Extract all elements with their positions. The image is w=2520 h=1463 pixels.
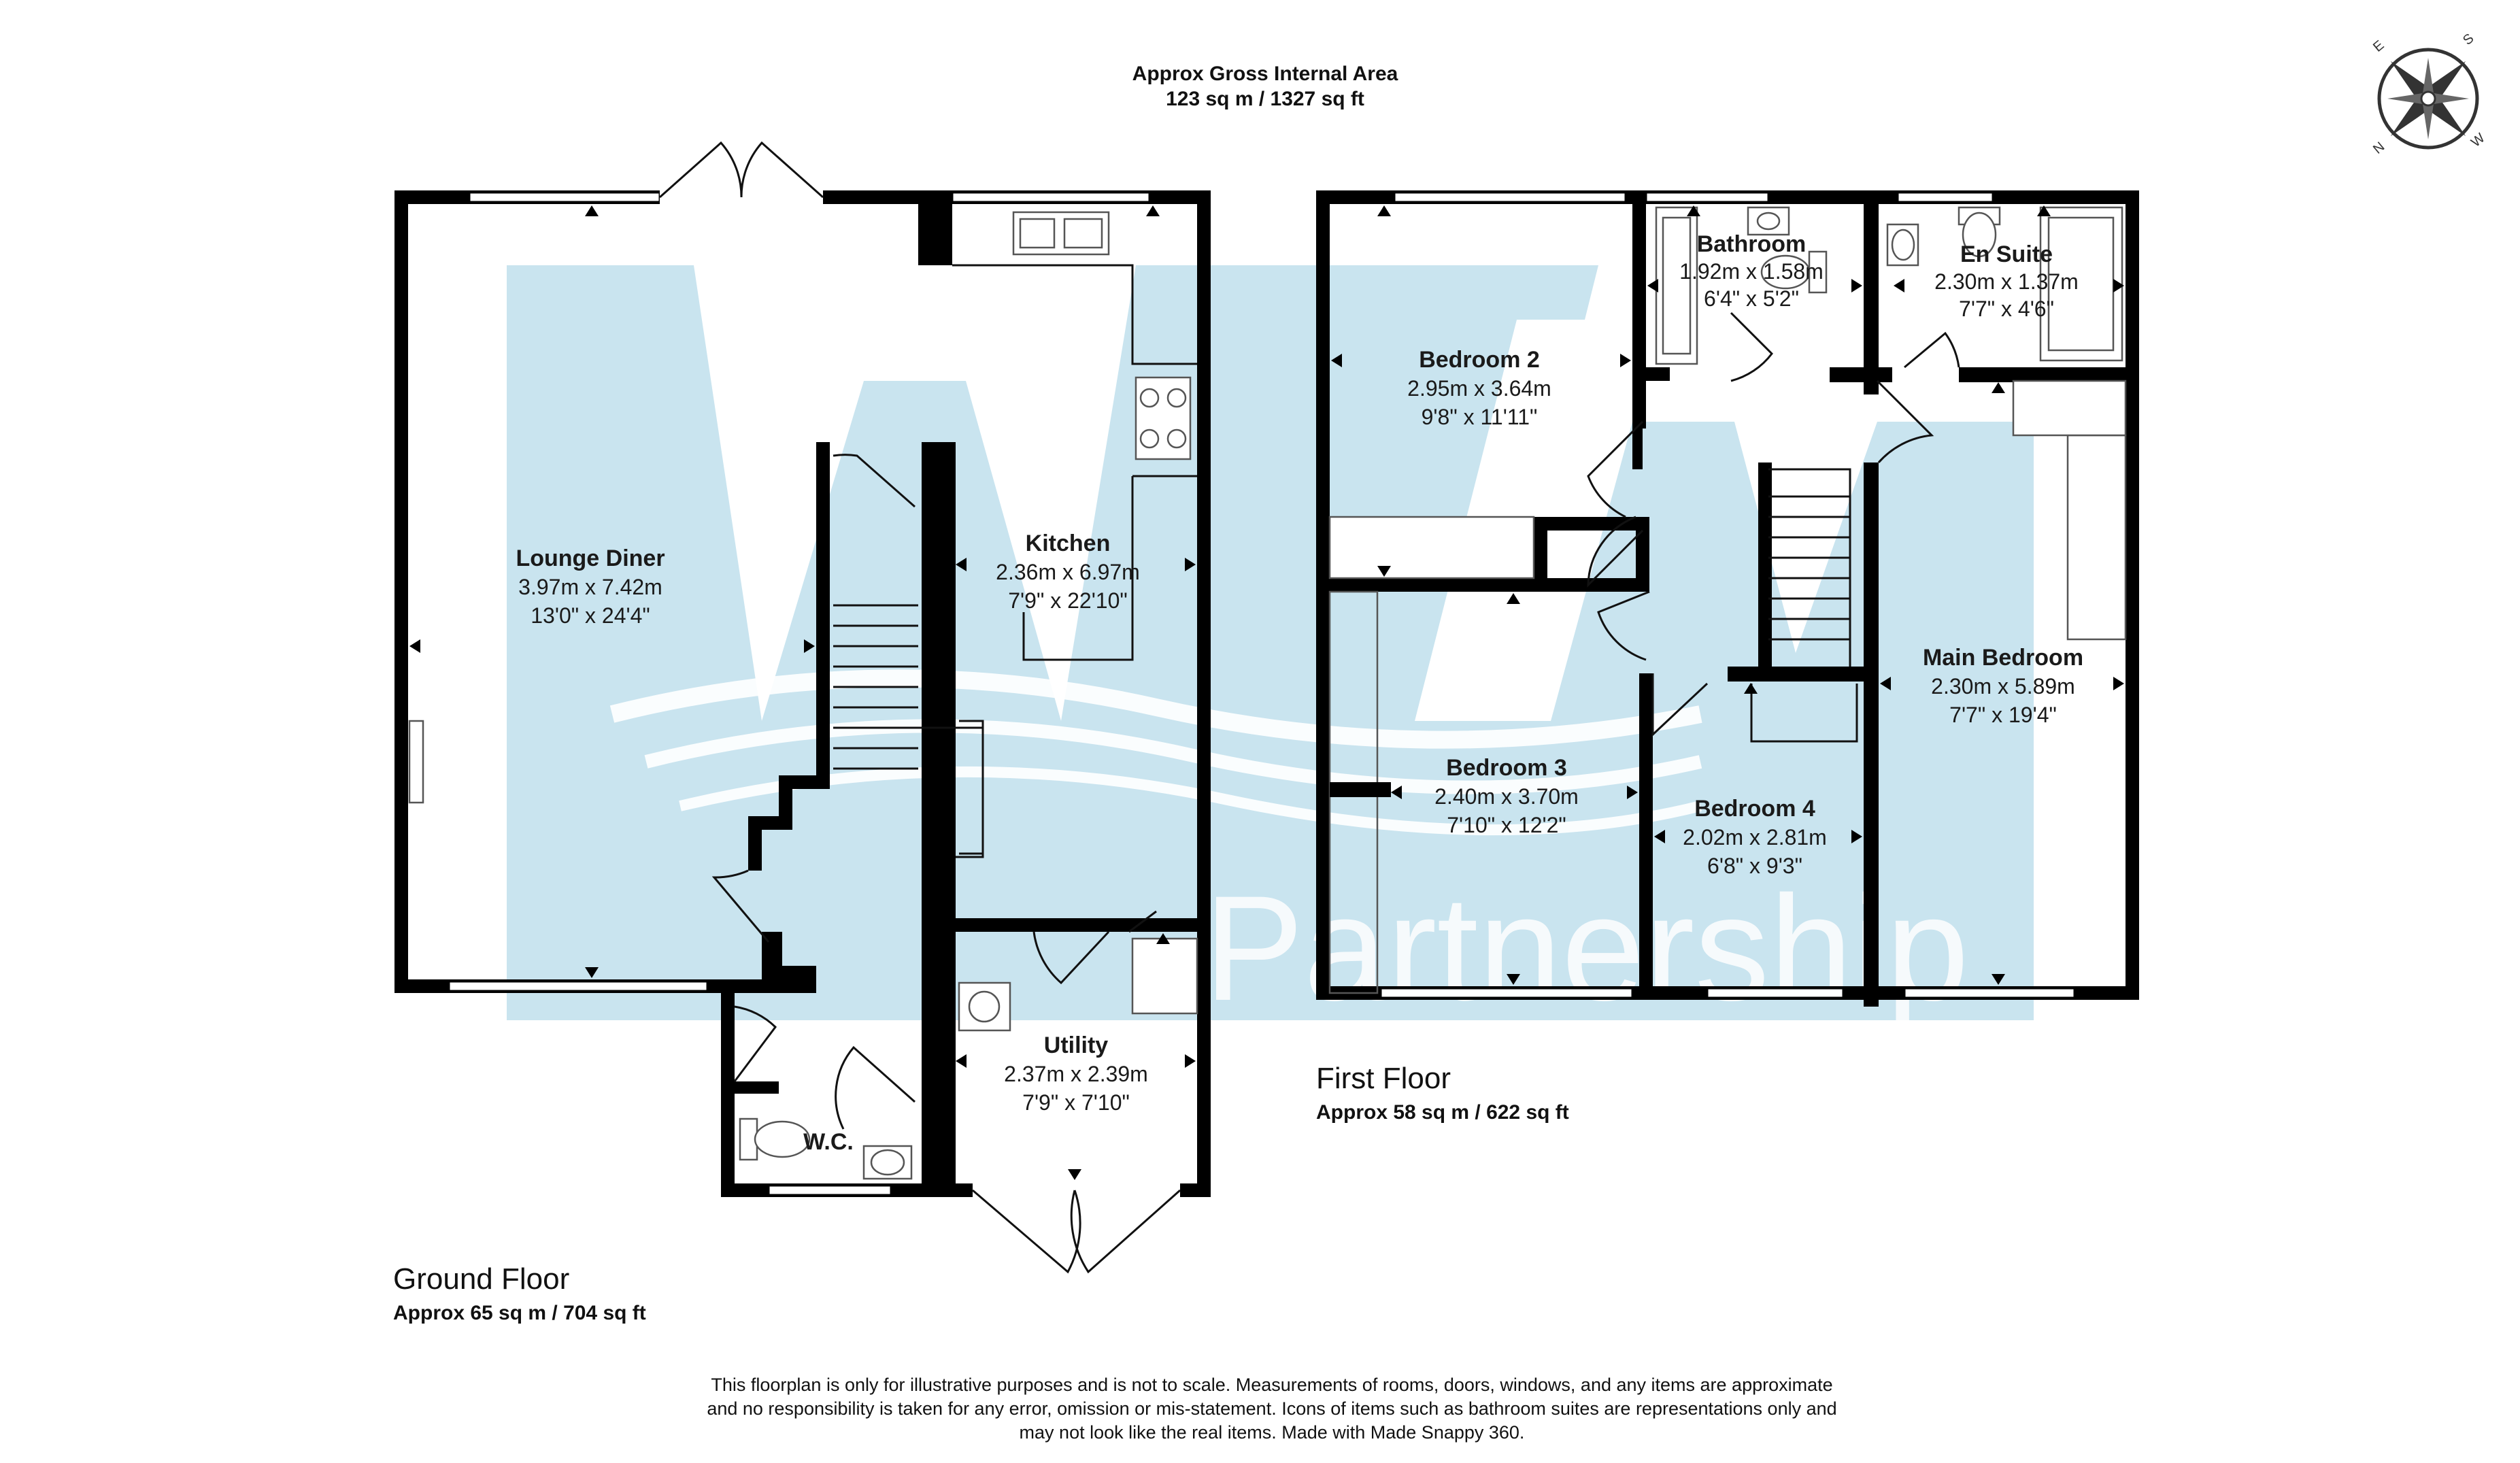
- first-floor-title: First Floor: [1316, 1062, 1451, 1095]
- bathroom-basin-icon: [1747, 206, 1790, 236]
- compass-letter-e: E: [2370, 37, 2387, 54]
- dimension-arrows: [409, 205, 1196, 1180]
- header: Approx Gross Internal Area 123 sq m / 13…: [1132, 63, 1398, 110]
- room-name: Bedroom 2: [1419, 347, 1540, 373]
- compass-letter-w: W: [2468, 131, 2488, 150]
- room-imperial: 6'8" x 9'3": [1707, 854, 1802, 878]
- room-name: Bedroom 3: [1446, 755, 1567, 781]
- utility-sink-icon: [958, 981, 1011, 1032]
- dimension-arrows: [1331, 205, 2124, 985]
- fireplace: [408, 720, 424, 804]
- room-metric: 2.40m x 3.70m: [1434, 784, 1579, 809]
- bedroom2-wardrobe: [1328, 516, 1535, 579]
- room-metric: 2.02m x 2.81m: [1683, 825, 1827, 850]
- ground-floor-title: Ground Floor: [393, 1262, 569, 1296]
- watermark: Partnership: [507, 265, 2034, 1032]
- hob-icon: [1135, 376, 1192, 460]
- disclaimer-line-3: may not look like the real items. Made w…: [1020, 1422, 1525, 1443]
- room-en-suite: En Suite 2.30m x 1.37m 7'7" x 4'6": [1934, 241, 2079, 321]
- compass-letter-s: S: [2460, 31, 2476, 48]
- room-name: Main Bedroom: [1923, 645, 2083, 671]
- room-bedroom-3: Bedroom 3 2.40m x 3.70m 7'10" x 12'2": [1434, 755, 1579, 837]
- room-metric: 2.30m x 5.89m: [1931, 674, 2075, 699]
- bath-icon: [1655, 206, 1698, 365]
- disclaimer: This floorplan is only for illustrative …: [707, 1375, 1836, 1443]
- shower-icon: [2039, 206, 2123, 362]
- room-name: Utility: [1044, 1032, 1109, 1058]
- disclaimer-line-1: This floorplan is only for illustrative …: [711, 1375, 1832, 1395]
- room-imperial: 13'0" x 24'4": [531, 603, 650, 628]
- watermark-waves: [609, 669, 1702, 749]
- room-imperial: 7'9" x 7'10": [1022, 1090, 1130, 1115]
- first-floor-area: Approx 58 sq m / 622 sq ft: [1316, 1101, 1569, 1124]
- room-name: Bedroom 4: [1694, 796, 1815, 822]
- room-metric: 2.36m x 6.97m: [996, 560, 1140, 584]
- disclaimer-line-2: and no responsibility is taken for any e…: [707, 1398, 1836, 1419]
- room-metric: 2.37m x 2.39m: [1004, 1062, 1148, 1086]
- room-metric: 1.92m x 1.58m: [1679, 259, 1824, 284]
- staircase: [1750, 468, 1858, 743]
- room-wc: W.C.: [803, 1129, 854, 1155]
- room-name: En Suite: [1960, 241, 2053, 267]
- ground-floor-plan: Lounge Diner 3.97m x 7.42m 13'0" x 24'4"…: [393, 141, 1211, 1324]
- room-metric: 2.30m x 1.37m: [1934, 269, 2079, 294]
- room-main-bedroom: Main Bedroom 2.30m x 5.89m 7'7" x 19'4": [1923, 645, 2083, 727]
- room-bathroom: Bathroom 1.92m x 1.58m 6'4" x 5'2": [1679, 231, 1824, 311]
- kitchen-sink-icon: [1012, 211, 1110, 256]
- room-bedroom-2: Bedroom 2 2.95m x 3.64m 9'8" x 11'11": [1407, 347, 1551, 429]
- room-bedroom-4: Bedroom 4 2.02m x 2.81m 6'8" x 9'3": [1683, 796, 1827, 878]
- ensuite-toilet-icon: [1958, 206, 2001, 258]
- room-lounge-diner: Lounge Diner 3.97m x 7.42m 13'0" x 24'4": [516, 545, 665, 628]
- room-name: W.C.: [803, 1129, 854, 1155]
- compass-letter-n: N: [2370, 139, 2387, 157]
- room-name: Lounge Diner: [516, 545, 665, 571]
- bathroom-toilet-icon: [1760, 250, 1828, 294]
- room-metric: 3.97m x 7.42m: [518, 575, 662, 599]
- room-imperial: 7'7" x 4'6": [1959, 297, 2054, 321]
- toilet-icon: [739, 1117, 811, 1161]
- watermark-text: Partnership: [1204, 864, 1969, 1032]
- wc-basin-icon: [862, 1145, 913, 1180]
- room-imperial: 7'10" x 12'2": [1447, 813, 1566, 837]
- header-total-area: 123 sq m / 1327 sq ft: [1166, 88, 1364, 110]
- room-utility: Utility 2.37m x 2.39m 7'9" x 7'10": [1004, 1032, 1148, 1115]
- header-title: Approx Gross Internal Area: [1132, 63, 1398, 85]
- compass-rose-icon: N E S W: [2370, 31, 2488, 156]
- ground-floor-area: Approx 65 sq m / 704 sq ft: [393, 1302, 646, 1324]
- room-name: Bathroom: [1697, 231, 1807, 257]
- room-kitchen: Kitchen 2.36m x 6.97m 7'9" x 22'10": [996, 531, 1140, 613]
- room-imperial: 7'7" x 19'4": [1949, 703, 2057, 727]
- ensuite-basin-icon: [1886, 223, 1919, 267]
- main-wardrobe: [2066, 434, 2127, 641]
- room-imperial: 9'8" x 11'11": [1422, 405, 1538, 429]
- room-imperial: 7'9" x 22'10": [1008, 588, 1128, 613]
- room-name: Kitchen: [1026, 531, 1111, 556]
- room-metric: 2.95m x 3.64m: [1407, 376, 1551, 401]
- room-imperial: 6'4" x 5'2": [1704, 286, 1799, 311]
- first-floor-plan: Bedroom 2 2.95m x 3.64m 9'8" x 11'11" Ba…: [1316, 190, 2139, 1124]
